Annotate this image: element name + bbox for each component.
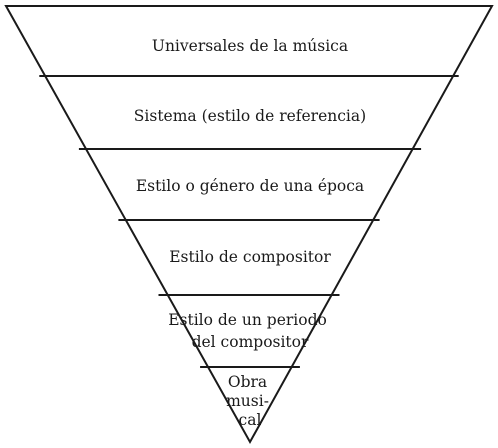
- level-3-label: Estilo o género de una época: [136, 177, 364, 195]
- level-5-line-2: del compositor: [192, 333, 309, 351]
- level-4-line-1: Estilo de compositor: [169, 248, 331, 266]
- level-1-label: Universales de la música: [152, 37, 348, 55]
- level-6-label: Obra musi- cal: [226, 373, 274, 429]
- level-5-line-1: Estilo de un periodo: [168, 311, 327, 329]
- level-3-line-1: Estilo o género de una época: [136, 177, 364, 195]
- level-2-line-1: Sistema (estilo de referencia): [134, 107, 366, 125]
- level-5-label: Estilo de un periodo del compositor: [168, 311, 332, 351]
- level-4-label: Estilo de compositor: [169, 248, 331, 266]
- level-2-label: Sistema (estilo de referencia): [134, 107, 366, 125]
- level-6-line-1: Obra: [228, 373, 267, 391]
- pyramid-outline: [4, 5, 494, 445]
- level-1-line-1: Universales de la música: [152, 37, 348, 55]
- level-6-line-3: cal: [239, 411, 262, 429]
- level-6-line-2: musi-: [226, 392, 269, 410]
